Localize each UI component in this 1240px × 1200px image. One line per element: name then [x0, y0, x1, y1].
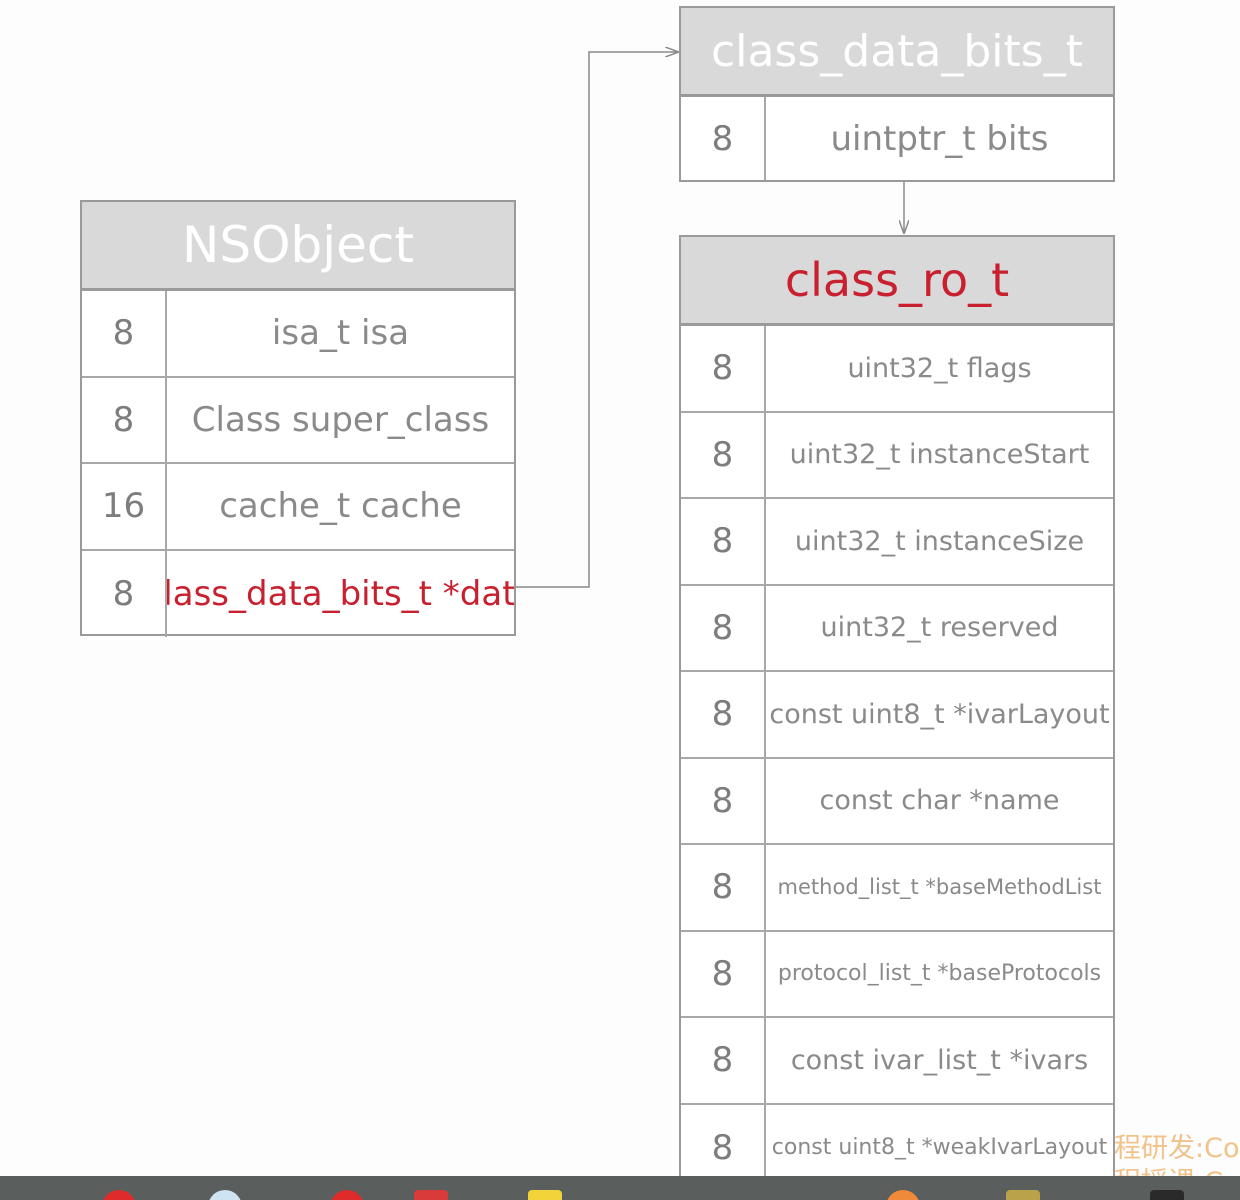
table-row: 8 class_data_bits_t *data — [82, 550, 514, 637]
field-size: 8 — [82, 291, 167, 376]
field-name: uintptr_t bits — [830, 118, 1049, 159]
yellow-app-icon[interactable] — [528, 1190, 562, 1200]
class-ro-struct: class_ro_t 8 uint32_t flags 8 uint32_t i… — [679, 235, 1115, 1200]
data-to-bits-arrow — [514, 52, 678, 588]
field-name: uint32_t flags — [847, 352, 1032, 384]
field-name: Class super_class — [191, 399, 490, 440]
data-pointer-field: class_data_bits_t *data — [167, 573, 514, 614]
field-name: protocol_list_t *baseProtocols — [777, 961, 1102, 987]
red-app-icon[interactable] — [414, 1190, 448, 1200]
table-row: 8 method_list_t *baseMethodList — [681, 845, 1113, 932]
table-row: 8 uint32_t flags — [681, 326, 1113, 413]
table-row: 8 const char *name — [681, 758, 1113, 845]
gold-app-icon[interactable] — [1006, 1190, 1040, 1200]
table-row: 8 const uint8_t *weakIvarLayout — [681, 1104, 1113, 1191]
table-row: 8 isa_t isa — [82, 291, 514, 378]
dark-app-icon[interactable] — [1150, 1190, 1184, 1200]
field-name: uint32_t reserved — [820, 612, 1059, 644]
field-size: 8 — [82, 550, 167, 637]
table-row: 8 Class super_class — [82, 377, 514, 464]
table-row: 8 protocol_list_t *baseProtocols — [681, 931, 1113, 1018]
field-size: 8 — [681, 758, 766, 843]
nsobject-title: NSObject — [82, 202, 514, 291]
field-size: 8 — [681, 1104, 766, 1191]
field-name: method_list_t *baseMethodList — [777, 875, 1102, 900]
field-name: const char *name — [819, 785, 1060, 817]
table-row: 8 const ivar_list_t *ivars — [681, 1018, 1113, 1105]
table-row: 8 uintptr_t bits — [681, 97, 1113, 180]
field-size: 8 — [681, 499, 766, 584]
red-app-icon[interactable] — [330, 1190, 364, 1200]
field-name: const ivar_list_t *ivars — [790, 1044, 1089, 1076]
field-size: 8 — [681, 1018, 766, 1103]
field-size: 8 — [681, 412, 766, 497]
class-ro-title: class_ro_t — [681, 237, 1113, 326]
field-name: uint32_t instanceSize — [794, 525, 1085, 557]
field-name: cache_t cache — [219, 486, 462, 527]
table-row: 8 uint32_t reserved — [681, 585, 1113, 672]
table-row: 8 uint32_t instanceSize — [681, 499, 1113, 586]
field-size: 8 — [681, 845, 766, 930]
field-size: 8 — [681, 931, 766, 1016]
field-name: uint32_t instanceStart — [789, 439, 1090, 471]
table-row: 8 uint32_t instanceStart — [681, 412, 1113, 499]
field-name: isa_t isa — [271, 313, 410, 354]
orange-app-icon[interactable] — [886, 1190, 920, 1200]
field-name: const uint8_t *weakIvarLayout — [771, 1135, 1108, 1161]
nsobject-struct: NSObject 8 isa_t isa 8 Class super_class… — [80, 200, 516, 637]
red-app-icon[interactable] — [102, 1190, 136, 1200]
watermark-text: 程研发:Coc — [1114, 1133, 1240, 1164]
field-name: const uint8_t *ivarLayout — [769, 698, 1110, 730]
field-size: 8 — [681, 585, 766, 670]
class-data-bits-struct: class_data_bits_t 8 uintptr_t bits — [679, 6, 1115, 182]
table-row: 16 cache_t cache — [82, 464, 514, 551]
field-size: 8 — [681, 326, 766, 411]
dock-bar — [0, 1176, 1240, 1200]
field-size: 8 — [681, 672, 766, 757]
blue-app-icon[interactable] — [208, 1190, 242, 1200]
class-data-bits-title: class_data_bits_t — [681, 8, 1113, 97]
table-row: 8 const uint8_t *ivarLayout — [681, 672, 1113, 759]
field-size: 8 — [82, 377, 167, 462]
field-size: 8 — [681, 97, 766, 180]
field-size: 16 — [82, 464, 167, 549]
